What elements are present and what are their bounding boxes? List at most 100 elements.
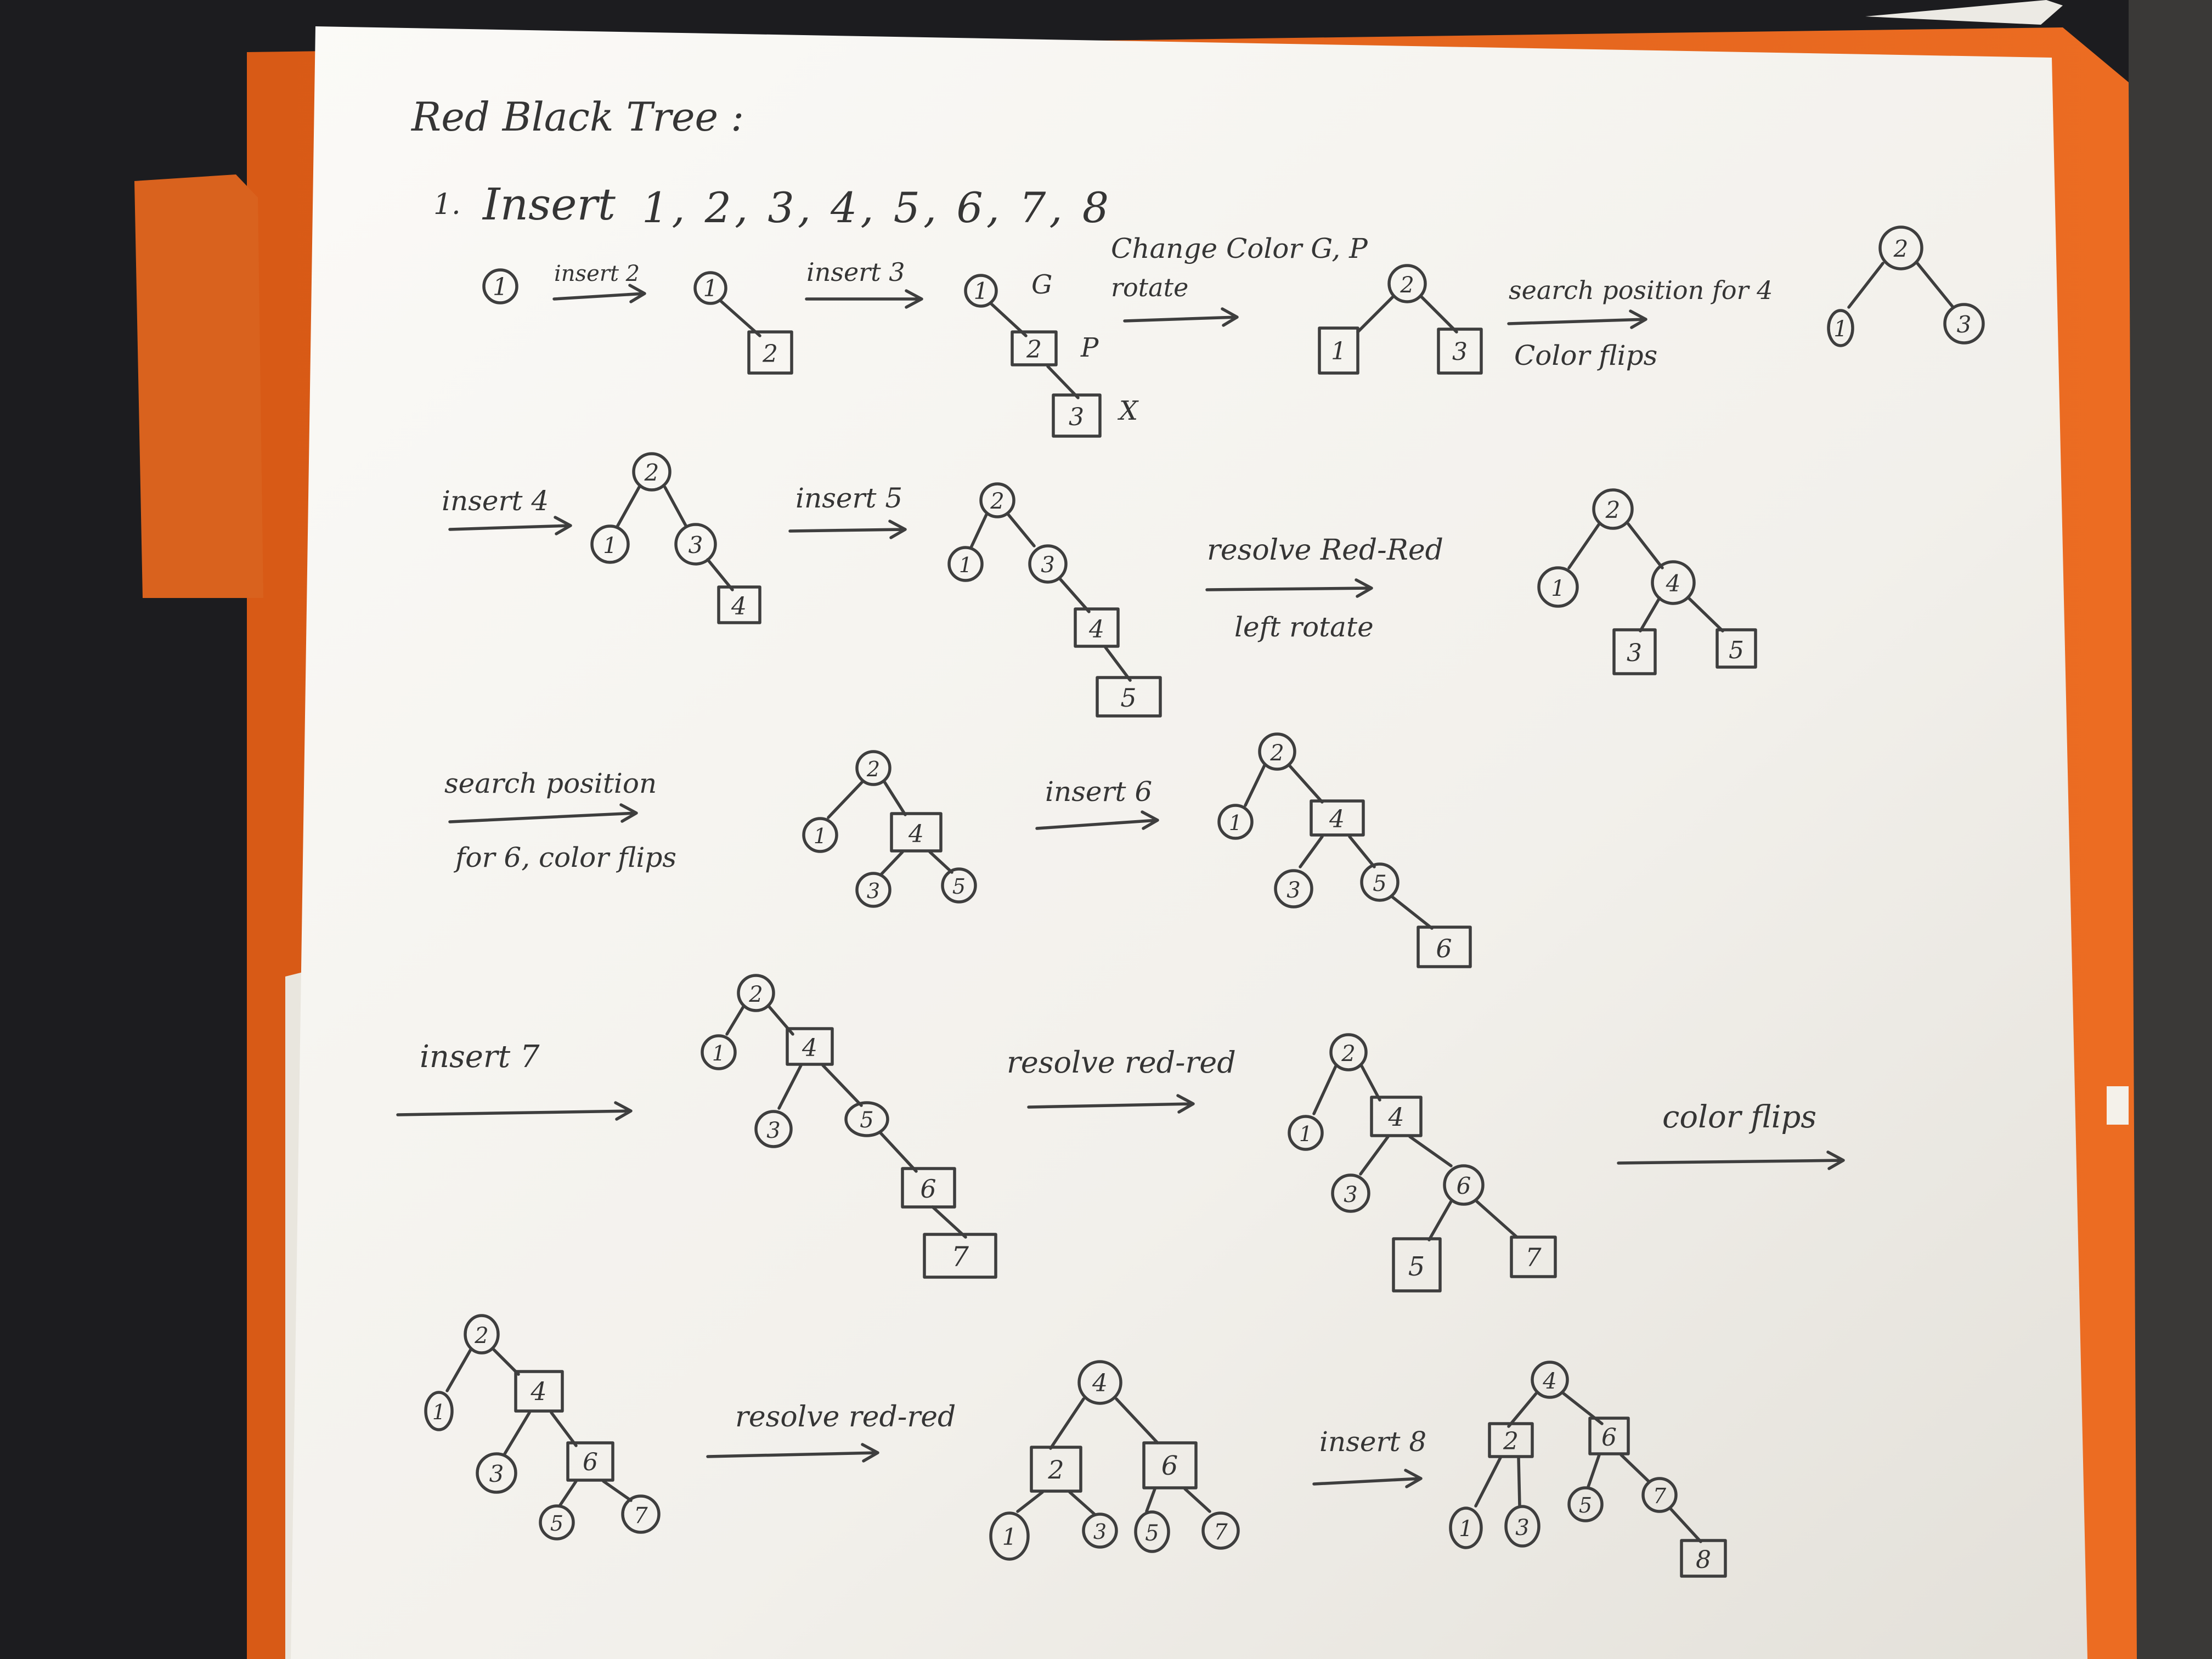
svg-text:2: 2	[748, 982, 763, 1007]
arrow-color-flips-2	[1617, 1150, 1845, 1170]
svg-text:2: 2	[1893, 235, 1909, 262]
svg-text:1: 1	[1833, 317, 1847, 342]
label-P: P	[1080, 332, 1099, 363]
svg-text:5: 5	[1729, 636, 1744, 664]
tree-single-1: 1	[482, 268, 518, 304]
svg-text:2: 2	[1047, 1455, 1064, 1485]
svg-text:1: 1	[1229, 811, 1242, 835]
annotation-insert4: insert 4	[442, 485, 549, 517]
svg-text:2: 2	[990, 489, 1004, 514]
svg-text:5: 5	[1120, 683, 1136, 713]
svg-text:1: 1	[432, 1400, 445, 1424]
tree-2-1-3: 2 1 3	[1318, 264, 1483, 375]
arrow-resolve-2	[1027, 1094, 1195, 1114]
svg-text:5: 5	[1579, 1493, 1592, 1517]
svg-text:6: 6	[1601, 1424, 1617, 1452]
svg-text:6: 6	[1457, 1172, 1471, 1199]
svg-text:3: 3	[1069, 403, 1084, 431]
svg-text:4: 4	[1088, 616, 1104, 644]
svg-text:3: 3	[1093, 1520, 1107, 1544]
svg-text:2: 2	[866, 757, 880, 781]
arrow-rotate	[1123, 307, 1239, 327]
svg-text:1: 1	[1331, 337, 1346, 365]
svg-text:5: 5	[1145, 1521, 1159, 1546]
tree-insert7: 2 1 4 3 5 6 7	[701, 974, 997, 1279]
tree-insert8: 4 2 6 1 3 5 7 8	[1449, 1361, 1727, 1578]
label-G: G	[1031, 269, 1052, 300]
svg-text:1: 1	[1002, 1523, 1017, 1550]
svg-text:1: 1	[1459, 1516, 1472, 1542]
svg-text:1: 1	[814, 824, 827, 848]
arrow-insert3	[805, 289, 923, 309]
svg-text:2: 2	[1341, 1041, 1355, 1066]
svg-text:4: 4	[1666, 570, 1681, 597]
annotation-search4: search position for 4	[1509, 275, 1773, 305]
svg-text:5: 5	[550, 1511, 563, 1536]
annotation-left-rotate: left rotate	[1234, 611, 1374, 643]
svg-text:1: 1	[1299, 1122, 1312, 1146]
svg-text:2: 2	[1605, 496, 1621, 523]
svg-text:1: 1	[1551, 576, 1565, 601]
label-X: X	[1117, 396, 1139, 426]
paper-sheet	[291, 26, 2087, 1659]
tree-insert4: 2 1 3 4	[590, 452, 761, 624]
svg-text:6: 6	[583, 1448, 598, 1476]
tree-resolved-2: 2 1 4 3 6 5 7	[1288, 1033, 1557, 1293]
row-3: search position for 6, color flips 2 1 4…	[444, 732, 1472, 968]
svg-text:7: 7	[1214, 1520, 1228, 1545]
svg-text:4: 4	[908, 820, 924, 848]
annotation-resolve-red-red-1: resolve Red-Red	[1207, 534, 1443, 567]
step-number: 1.	[433, 188, 461, 221]
svg-text:5: 5	[1408, 1251, 1425, 1282]
step-label: Insert	[482, 179, 616, 230]
arrow-insert7	[396, 1101, 633, 1121]
svg-text:6: 6	[1161, 1451, 1178, 1481]
svg-text:4: 4	[802, 1034, 817, 1062]
svg-text:1: 1	[703, 275, 718, 302]
annotation-rotate: rotate	[1111, 273, 1188, 302]
svg-text:4: 4	[1387, 1102, 1404, 1132]
annotation-insert2: insert 2	[554, 261, 640, 286]
svg-text:3: 3	[1957, 311, 1972, 338]
annotation-resolve-red-red-3: resolve red-red	[735, 1401, 956, 1434]
stack-top	[1865, 0, 2063, 25]
svg-text:2: 2	[474, 1323, 488, 1348]
annotation-search6-line2: for 6, color flips	[453, 842, 676, 873]
row-1: 1 insert 2 1 2 insert 3 1 G 2 P 3 X C	[482, 225, 1985, 438]
svg-text:6: 6	[1436, 934, 1452, 963]
tree-insert6: 2 1 4 3 5 6	[1217, 732, 1472, 968]
row-4: insert 7 2 1 4 3 5 6 7 resolve red-red	[396, 974, 1845, 1293]
svg-text:3: 3	[1041, 552, 1054, 578]
svg-text:6: 6	[920, 1174, 936, 1204]
svg-text:5: 5	[860, 1108, 873, 1133]
svg-text:2: 2	[1503, 1427, 1519, 1455]
svg-text:1: 1	[603, 533, 617, 558]
arrow-left-rotate	[1205, 578, 1373, 598]
svg-text:1: 1	[974, 278, 989, 304]
annotation-change-color: Change Color G, P	[1111, 233, 1368, 264]
svg-text:4: 4	[530, 1376, 546, 1406]
svg-text:4: 4	[1092, 1369, 1108, 1397]
svg-text:2: 2	[1269, 741, 1284, 766]
svg-text:3: 3	[1627, 639, 1642, 667]
annotation-color-flips-1: Color flips	[1514, 340, 1657, 371]
annotation-insert6: insert 6	[1045, 776, 1152, 808]
svg-text:8: 8	[1696, 1546, 1711, 1574]
node-key: 1	[493, 273, 508, 301]
desk-right-gap	[2129, 0, 2212, 1659]
folder-tab	[134, 174, 263, 598]
svg-text:7: 7	[1653, 1484, 1667, 1508]
tree-2-1-3-flipped: 2 1 3	[1827, 225, 1985, 347]
svg-text:2: 2	[1026, 336, 1042, 364]
svg-text:2: 2	[644, 459, 659, 486]
annotation-insert7: insert 7	[420, 1039, 540, 1075]
svg-text:4: 4	[1329, 805, 1345, 833]
row-5: 2 1 4 3 6 5 7 resolve red-red 4	[424, 1314, 1727, 1578]
insert-sequence: 1, 2, 3, 4, 5, 6, 7, 8	[642, 183, 1112, 232]
arrow-search6	[448, 803, 638, 823]
annotation-insert3: insert 3	[806, 257, 905, 287]
arrow-insert5	[788, 520, 907, 539]
arrow-search4	[1507, 309, 1647, 329]
svg-text:5: 5	[1373, 871, 1386, 896]
tree-resolved-3: 4 2 6 1 3 5 7	[989, 1360, 1240, 1561]
